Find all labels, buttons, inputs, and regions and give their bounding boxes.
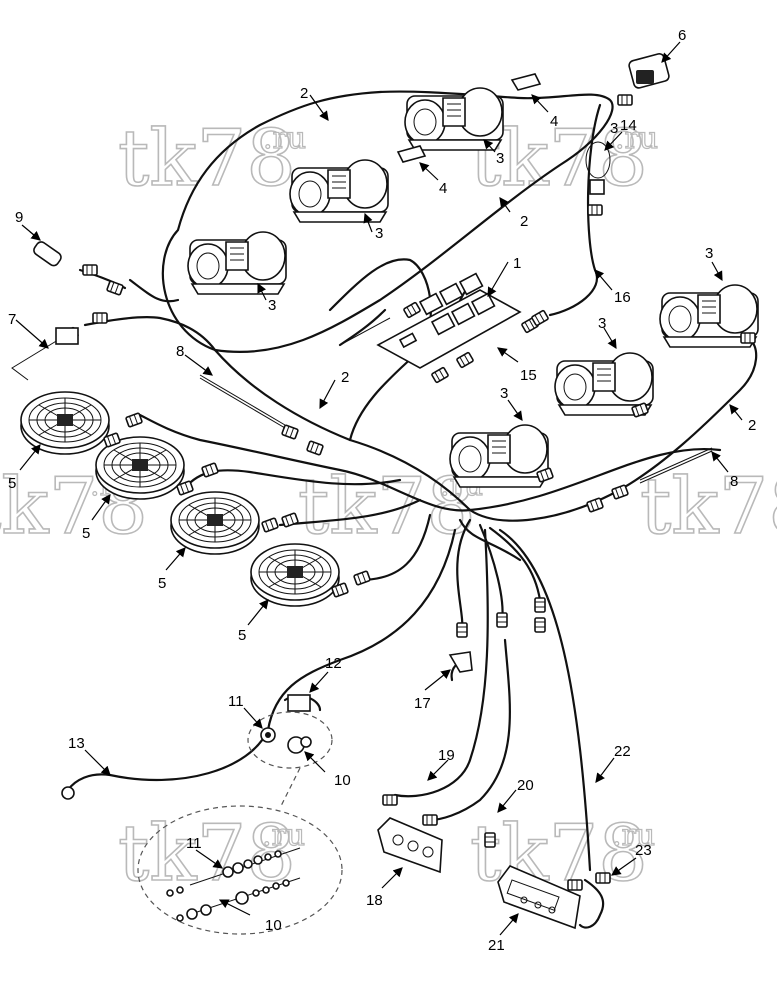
blower-unit xyxy=(404,87,504,151)
capillary-sensor-left xyxy=(199,374,286,429)
callout-7: 7 xyxy=(8,311,16,328)
detail-ellipse xyxy=(137,711,343,935)
watermark-suffix: .ru xyxy=(263,121,306,156)
watermark-group: tk78 .ru tk78 .ru tk78 .ru tk78 .ru tk78… xyxy=(0,113,777,900)
watermark: tk78 xyxy=(298,462,476,552)
callout-5: 5 xyxy=(82,525,90,542)
callout-1: 1 xyxy=(513,255,521,272)
callout-22: 22 xyxy=(614,743,631,760)
callout-5: 5 xyxy=(158,575,166,592)
callout-8: 8 xyxy=(730,473,738,490)
callout-2: 2 xyxy=(748,417,756,434)
callout-5: 5 xyxy=(238,627,246,644)
callout-17: 17 xyxy=(414,695,431,712)
blower-unit xyxy=(187,231,287,295)
blower-unit xyxy=(449,424,549,488)
callout-10: 10 xyxy=(334,772,351,789)
callout-2: 2 xyxy=(520,213,528,230)
switch-10 xyxy=(287,736,312,754)
main-harness xyxy=(66,90,758,872)
mounting-brackets xyxy=(396,73,542,163)
callout-10: 10 xyxy=(265,917,282,934)
callout-4: 4 xyxy=(439,180,447,197)
fuse-block xyxy=(287,694,311,712)
callout-14: 14 xyxy=(620,117,637,134)
leader-lines xyxy=(15,41,743,936)
condenser-fan xyxy=(250,543,340,607)
watermark-suffix: .ru xyxy=(612,818,655,853)
callout-21: 21 xyxy=(488,937,505,954)
callout-2: 2 xyxy=(341,369,349,386)
sensor-probe xyxy=(29,231,62,267)
callout-labels: 1 2 2 2 2 3 3 3 3 3 3 3 4 4 5 5 5 5 6 7 … xyxy=(8,27,756,954)
callout-2: 2 xyxy=(300,85,308,102)
temperature-sensor xyxy=(585,141,611,195)
relay-board xyxy=(339,272,522,369)
callout-8: 8 xyxy=(176,343,184,360)
watermark-suffix: .ru xyxy=(262,818,305,853)
control-panel-18 xyxy=(377,817,443,874)
callout-6: 6 xyxy=(678,27,686,44)
harness-23 xyxy=(578,878,605,929)
callout-11: 11 xyxy=(228,693,244,710)
callout-19: 19 xyxy=(438,747,455,764)
callout-9: 9 xyxy=(15,209,23,226)
callout-5: 5 xyxy=(8,475,16,492)
breaker-11 xyxy=(260,727,276,743)
callout-3: 3 xyxy=(496,150,504,167)
ground-lug xyxy=(61,786,75,800)
thermostat-probe xyxy=(11,327,79,381)
callout-3: 3 xyxy=(375,225,383,242)
callout-3: 3 xyxy=(610,120,618,137)
callout-23: 23 xyxy=(635,842,652,859)
callout-20: 20 xyxy=(517,777,534,794)
callout-13: 13 xyxy=(68,735,85,752)
callout-4: 4 xyxy=(550,113,558,130)
exploded-hardware xyxy=(166,847,301,922)
capillary-sensor-right xyxy=(639,447,713,484)
pressure-switch xyxy=(628,53,670,89)
callout-12: 12 xyxy=(325,655,342,672)
callout-3: 3 xyxy=(598,315,606,332)
callout-18: 18 xyxy=(366,892,383,909)
watermark-suffix: .ru xyxy=(615,121,658,156)
callout-16: 16 xyxy=(614,289,631,306)
condenser-fan xyxy=(170,491,260,555)
callout-15: 15 xyxy=(520,367,537,384)
watermark: tk78 xyxy=(118,114,296,204)
blower-unit xyxy=(289,159,389,223)
callout-3: 3 xyxy=(500,385,508,402)
condenser-fan xyxy=(20,391,110,455)
callout-11: 11 xyxy=(186,835,202,852)
controller-21 xyxy=(497,865,581,930)
diode-17 xyxy=(448,651,473,673)
watermark: tk78 xyxy=(640,462,777,552)
callout-3: 3 xyxy=(705,245,713,262)
callout-3: 3 xyxy=(268,297,276,314)
